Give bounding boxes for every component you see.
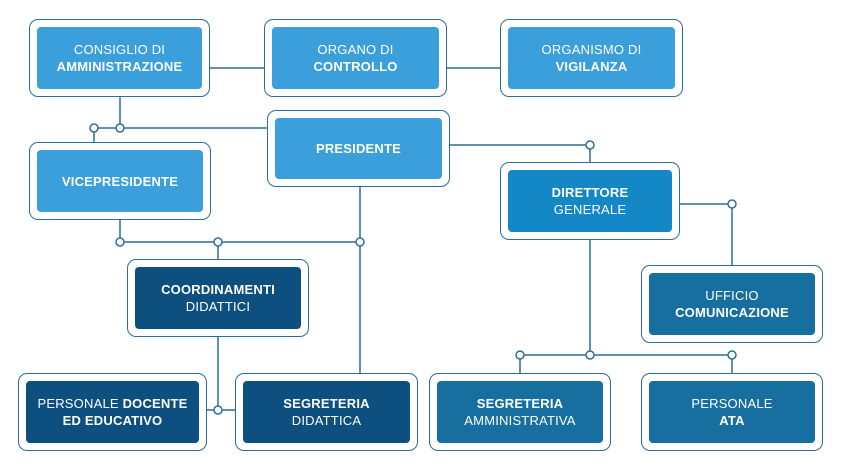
- node-line: ATA: [719, 413, 745, 428]
- node-line: DIDATTICI: [185, 299, 251, 314]
- node-consiglio-di-amministrazione: CONSIGLIO DI AMMINISTRAZIONE: [37, 27, 202, 89]
- node-line: ED EDUCATIVO: [62, 413, 163, 428]
- node-personale-docente-ed-educativo: PERSONALE DOCENTE ED EDUCATIVO: [26, 381, 199, 443]
- node-line: SEGRETERIA: [283, 396, 370, 411]
- node-line: CONTROLLO: [313, 59, 398, 74]
- node-line: COORDINAMENTI: [161, 282, 275, 297]
- node-segreteria-amministrativa: SEGRETERIA AMMINISTRATIVA: [437, 381, 603, 443]
- node-line: PRESIDENTE: [315, 141, 402, 156]
- node-line: SEGRETERIA: [476, 396, 564, 411]
- node-line: UFFICIO: [705, 288, 759, 303]
- node-vicepresidente: VICEPRESIDENTE: [37, 150, 203, 212]
- node-line: VIGILANZA: [555, 59, 628, 74]
- node-organismo-di-vigilanza: ORGANISMO DI VIGILANZA: [508, 27, 675, 89]
- node-line: VICEPRESIDENTE: [61, 173, 179, 189]
- node-line: AMMINISTRATIVA: [464, 413, 576, 428]
- node-coordinamenti-didattici: COORDINAMENTI DIDATTICI: [135, 267, 301, 329]
- node-line: AMMINISTRAZIONE: [56, 59, 183, 74]
- node-line: PERSONALE: [691, 396, 773, 411]
- node-line: PERSONALE DOCENTE: [37, 395, 187, 412]
- node-organo-di-controllo: ORGANO DI CONTROLLO: [272, 27, 439, 89]
- node-presidente: PRESIDENTE: [275, 118, 442, 179]
- node-segreteria-didattica: SEGRETERIA DIDATTICA: [243, 381, 410, 443]
- node-line-part: PERSONALE: [37, 396, 123, 411]
- node-line: DIDATTICA: [291, 413, 362, 428]
- node-line: COMUNICAZIONE: [675, 305, 789, 320]
- node-personale-ata: PERSONALE ATA: [649, 381, 815, 443]
- node-ufficio-comunicazione: UFFICIO COMUNICAZIONE: [649, 273, 815, 335]
- node-line: ORGANISMO DI: [541, 42, 642, 57]
- node-direttore-generale: DIRETTORE GENERALE: [508, 170, 672, 232]
- node-line: ORGANO DI: [317, 42, 394, 57]
- node-line-part: DOCENTE: [122, 396, 188, 411]
- node-line: GENERALE: [553, 202, 627, 217]
- node-line: CONSIGLIO DI: [73, 42, 166, 57]
- node-line: DIRETTORE: [551, 185, 629, 200]
